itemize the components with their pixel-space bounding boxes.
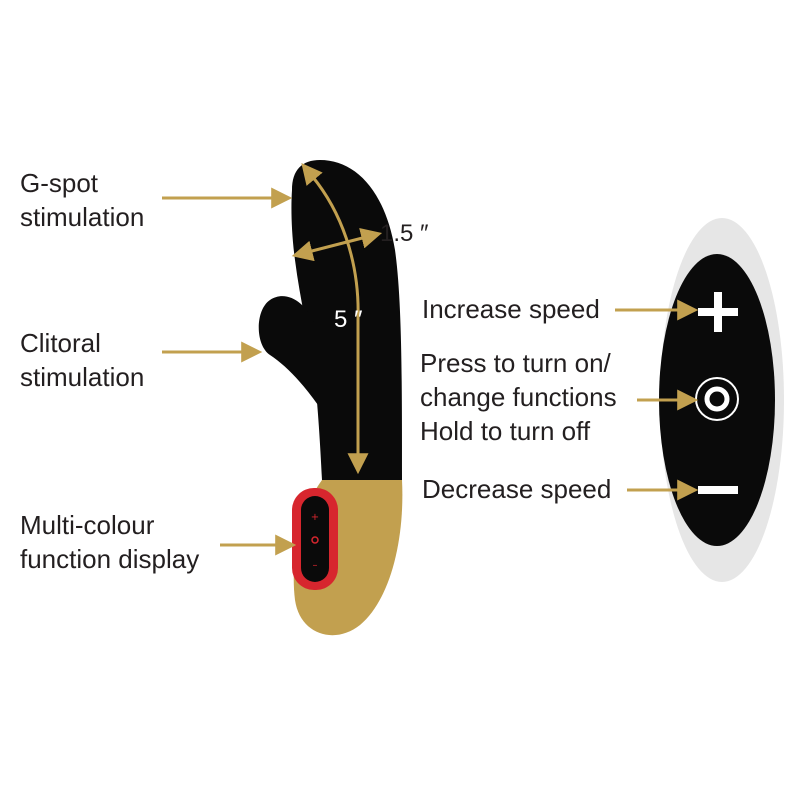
display-label-line-2: function display <box>20 544 200 574</box>
increase-label: Increase speed <box>422 294 600 324</box>
clitoral-label-line-2: stimulation <box>20 362 145 392</box>
gspot-label-line-2: stimulation <box>20 202 145 232</box>
plus-icon <box>698 292 738 332</box>
press-label: Press to turn on/ change functions Hold … <box>420 346 617 448</box>
gspot-label: G-spot stimulation <box>20 166 144 234</box>
clitoral-label: Clitoral stimulation <box>20 326 144 394</box>
width-dimension-line <box>291 228 383 262</box>
minus-icon <box>698 486 738 494</box>
function-display <box>301 496 329 582</box>
vibrator-illustration: + – <box>258 160 403 636</box>
display-plus-icon: + <box>311 512 319 523</box>
press-label-line-3: Hold to turn off <box>420 416 591 446</box>
display-minus-icon: – <box>313 560 318 571</box>
control-panel-inner <box>659 254 775 546</box>
press-label-line-1: Press to turn on/ <box>420 348 611 378</box>
display-label: Multi-colour function display <box>20 508 199 576</box>
display-power-icon <box>311 536 319 544</box>
gspot-label-line-1: G-spot <box>20 168 99 198</box>
length-dimension-label: 5 ″ <box>334 306 363 333</box>
press-label-line-2: change functions <box>420 382 617 412</box>
clitoral-label-line-1: Clitoral <box>20 328 101 358</box>
decrease-label: Decrease speed <box>422 474 612 504</box>
display-label-line-1: Multi-colour <box>20 510 155 540</box>
width-dimension-label: 1.5 ″ <box>380 220 429 247</box>
